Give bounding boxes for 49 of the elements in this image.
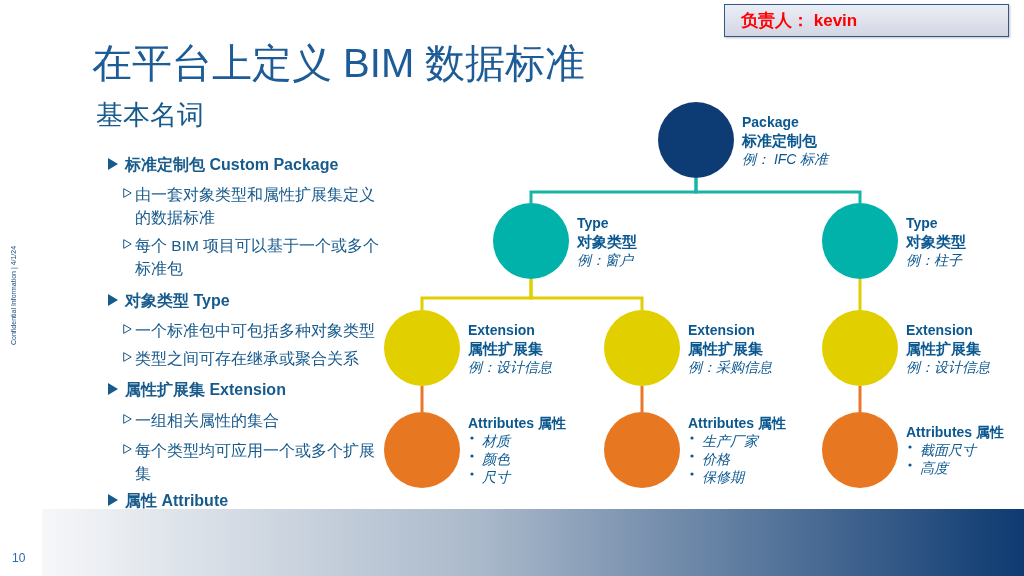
connector-line [694, 178, 862, 203]
node-title: 属性扩展集 [688, 338, 764, 358]
example-text: 例：柱子 [906, 250, 964, 269]
list-heading: 属性扩展集 Extension [125, 380, 286, 400]
example-text: 例：设计信息 [906, 357, 990, 376]
node-title: 属性扩展集 [906, 338, 982, 358]
attribute-item: 尺寸 [482, 468, 510, 486]
node-heading: Type [577, 213, 610, 232]
attribute-item: 截面尺寸 [920, 441, 976, 459]
page-number: 10 [12, 551, 26, 565]
list-item: 由一套对象类型和属性扩展集定义的数据标准 [135, 185, 376, 228]
owner-tag: 负责人： kevin [724, 4, 1009, 37]
section-heading: 基本名词 [96, 99, 204, 132]
node-heading: Extension [906, 320, 974, 339]
node-heading: Extension [468, 320, 536, 339]
slide-title: 在平台上定义 BIM 数据标准 [92, 40, 586, 87]
list-item: 类型之间可存在继承或聚合关系 [135, 349, 360, 369]
example-text: 例：采购信息 [688, 357, 772, 376]
node-heading: Type [906, 213, 939, 232]
list-item: 一个标准包中可包括多种对象类型 [135, 321, 375, 341]
example-text: 例：窗户 [577, 250, 635, 269]
node-title: 对象类型 [906, 231, 966, 251]
attribute-item: 高度 [920, 459, 948, 477]
list-item: 每个 BIM 项目可以基于一个或多个标准包 [135, 236, 381, 279]
node-heading: Attributes 属性 [906, 423, 1004, 441]
node-title: 对象类型 [577, 231, 637, 251]
example-text: 例： IFC 标准 [742, 149, 829, 168]
node-heading: Attributes 属性 [688, 414, 786, 432]
attribute-item: 保修期 [702, 468, 744, 486]
list-heading: 对象类型 Type [125, 291, 230, 311]
node-title: 属性扩展集 [468, 338, 544, 358]
list-item: 每个类型均可应用一个或多个扩展集 [135, 441, 376, 484]
attribute-item: 生产厂家 [702, 432, 758, 450]
connector-line [858, 279, 862, 310]
list-heading: 属性 Attribute [125, 491, 229, 511]
connector-line [858, 386, 862, 412]
list-heading: 标准定制包 Custom Package [125, 155, 339, 175]
node-heading: Extension [688, 320, 756, 339]
example-text: 例：设计信息 [468, 357, 552, 376]
connector-line [529, 279, 644, 310]
node-heading: Attributes 属性 [468, 414, 566, 432]
list-item: 一组相关属性的集合 [135, 411, 280, 431]
node-heading: Package [742, 112, 800, 131]
connector-line [640, 386, 644, 412]
node-title: 标准定制包 [742, 130, 818, 150]
attribute-item: 颜色 [482, 450, 510, 468]
attribute-item: 价格 [702, 450, 730, 468]
connector-line [420, 386, 424, 412]
attribute-item: 材质 [482, 432, 510, 450]
